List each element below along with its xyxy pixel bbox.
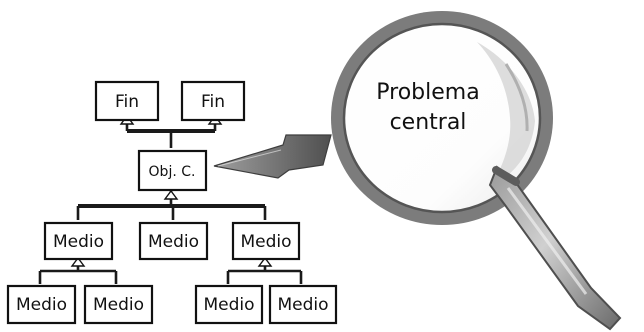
magnifier-label-line-1: Problema	[376, 80, 479, 105]
end-box-right-label: Fin	[201, 92, 225, 112]
means-left-arrowhead	[70, 256, 86, 267]
means-level-1-center: Medio	[138, 221, 209, 261]
means-level-1-center-rect	[138, 221, 209, 261]
end-box-right: Fin	[180, 80, 246, 122]
means-level-2-a: Medio	[6, 284, 77, 325]
magnifier-label-line-2: central	[390, 110, 467, 135]
means-level-1-left: Medio	[43, 221, 114, 261]
magnifying-glass-icon: Problema central	[331, 11, 622, 331]
means-level-1-right: Medio	[231, 221, 301, 261]
means-level-2-d: Medio	[268, 284, 338, 325]
means-level-2-a-label: Medio	[16, 295, 67, 315]
end-box-left: Fin	[94, 80, 160, 122]
means-level-2-b: Medio	[83, 284, 154, 325]
magnifier-lens	[342, 22, 542, 214]
pointer-arrow-icon	[213, 134, 332, 179]
end-box-left-label: Fin	[115, 92, 139, 112]
central-objective-box: Obj. C.	[137, 149, 208, 192]
means-level-1-right-rect	[231, 221, 301, 261]
means-level-2-d-label: Medio	[277, 295, 328, 315]
central-objective-label: Obj. C.	[149, 164, 196, 180]
means-level-2-c-label: Medio	[203, 295, 254, 315]
means-level-2-c-rect	[194, 284, 264, 325]
means-level-2-d-rect	[268, 284, 338, 325]
means-level-2-b-rect	[83, 284, 154, 325]
objective-arrowhead	[163, 189, 179, 200]
means-level-1-right-label: Medio	[240, 232, 291, 252]
means-level-1-left-rect	[43, 221, 114, 261]
end-box-left-rect	[94, 80, 160, 122]
means-level-2-b-label: Medio	[93, 295, 144, 315]
means-level-1-center-label: Medio	[148, 232, 199, 252]
means-level-1-left-label: Medio	[53, 232, 104, 252]
central-objective-rect	[137, 149, 208, 192]
end-box-right-rect	[180, 80, 246, 122]
means-right-arrowhead	[257, 256, 273, 267]
means-level-2-a-rect	[6, 284, 77, 325]
means-level-2-c: Medio	[194, 284, 264, 325]
